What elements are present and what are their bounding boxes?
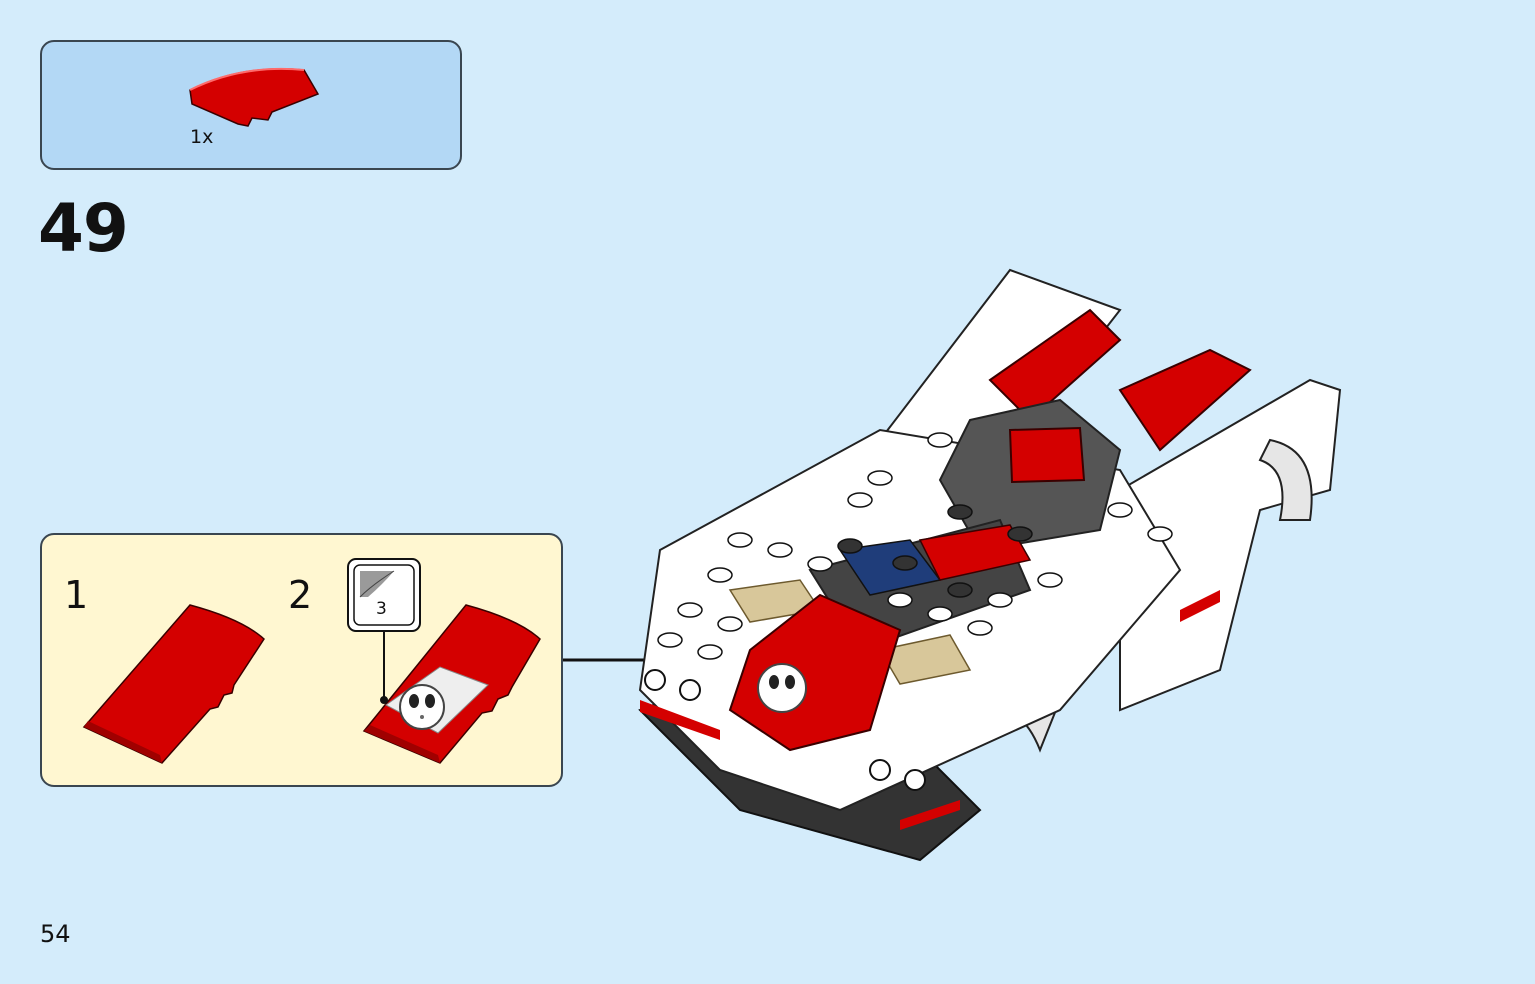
red-curved-slope-brick bbox=[82, 604, 265, 764]
sub-assembly-illustration bbox=[82, 558, 541, 764]
sub-assembly-box: 1 2 3 bbox=[40, 533, 563, 787]
part-quantity: 1x bbox=[190, 126, 214, 148]
red-curved-slope-icon bbox=[189, 67, 320, 127]
car-model-illustration bbox=[638, 268, 1342, 862]
page-number: 54 bbox=[40, 920, 71, 948]
red-curved-slope-with-sticker bbox=[362, 604, 541, 764]
parts-list-box: 1x bbox=[40, 40, 462, 170]
sub-step-1-number: 1 bbox=[64, 573, 89, 617]
sub-step-2-number: 2 bbox=[288, 573, 313, 617]
step-number: 49 bbox=[38, 190, 129, 267]
sticker-number: 3 bbox=[376, 599, 387, 619]
